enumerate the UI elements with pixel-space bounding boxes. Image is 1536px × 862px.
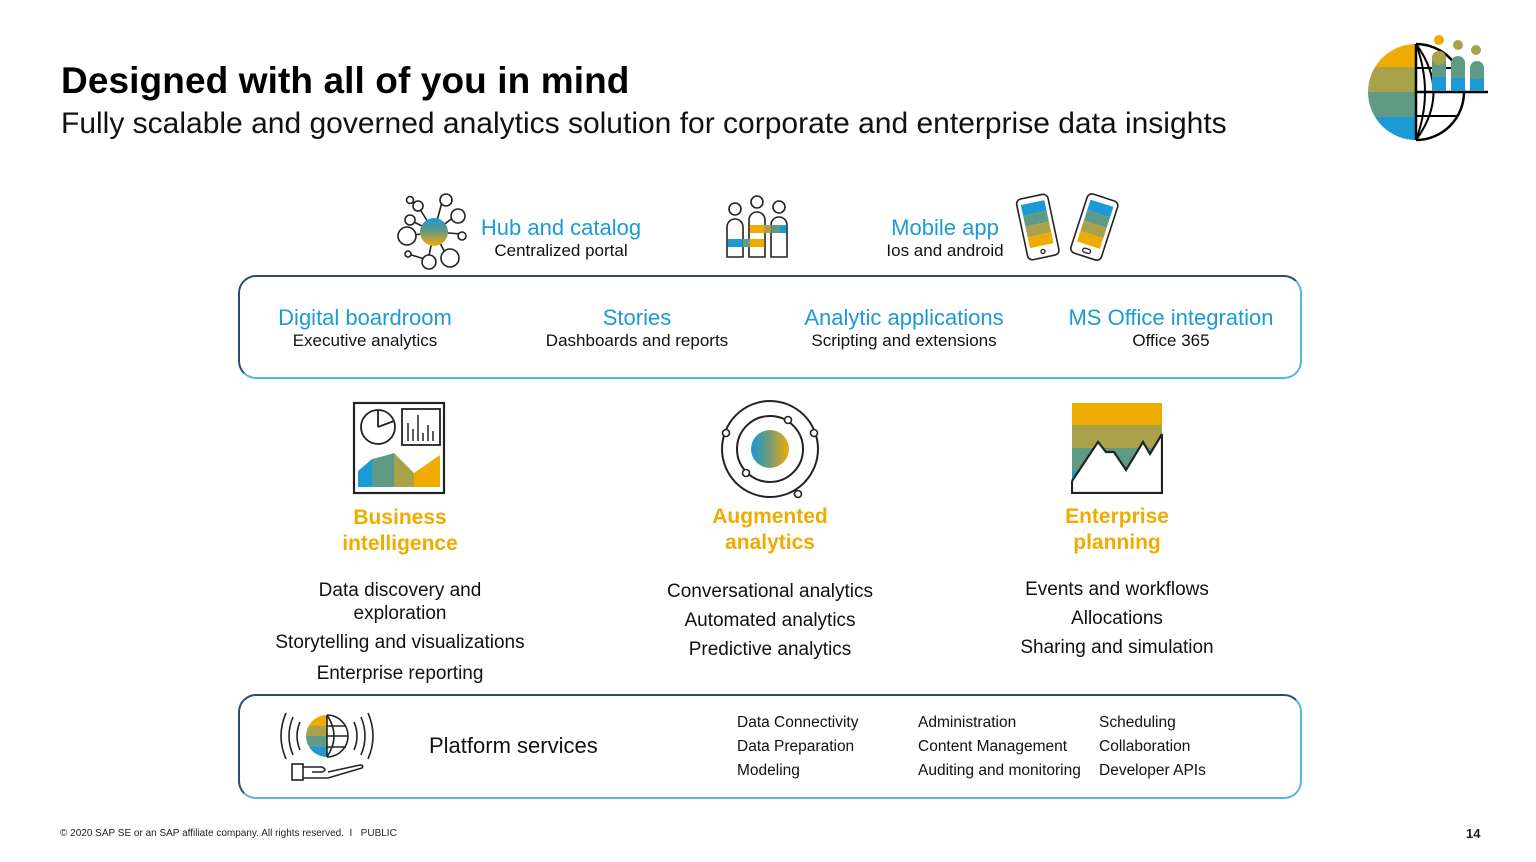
bi-feature-storytelling: Storytelling and visualizations xyxy=(275,632,525,653)
ep-feature-events-workflows: Events and workflows xyxy=(1025,579,1209,600)
digital-boardroom-subtitle: Executive analytics xyxy=(292,331,438,350)
enterprise-planning-pillar: Enterprise planning Events and workflows… xyxy=(967,504,1267,659)
ep-feature-allocations: Allocations xyxy=(1071,608,1163,629)
analytic-applications-item[interactable]: Analytic applications Scripting and exte… xyxy=(774,306,1034,352)
platform-item-administration: Administration xyxy=(918,714,1017,731)
ms-office-integration-subtitle: Office 365 xyxy=(1132,331,1210,350)
aa-feature-automated: Automated analytics xyxy=(684,610,856,631)
bi-feature-exploration: exploration xyxy=(353,603,447,624)
globe-people-logo-icon xyxy=(1368,35,1488,142)
platform-item-modeling: Modeling xyxy=(737,762,800,779)
aa-feature-predictive: Predictive analytics xyxy=(688,639,852,660)
digital-boardroom-item[interactable]: Digital boardroom Executive analytics xyxy=(235,306,495,352)
mobile-app-subtitle: Ios and android xyxy=(886,241,1004,260)
augmented-analytics-title-line2: analytics xyxy=(725,531,815,554)
mobile-app-title: Mobile app xyxy=(891,215,999,240)
platform-item-scheduling: Scheduling xyxy=(1099,714,1176,731)
ep-feature-sharing-simulation: Sharing and simulation xyxy=(1020,637,1214,658)
platform-item-developer-apis: Developer APIs xyxy=(1099,762,1206,779)
business-intelligence-title-line1: Business xyxy=(353,506,447,529)
platform-item-content-management: Content Management xyxy=(918,738,1068,755)
globe-hand-icon xyxy=(280,712,374,781)
page-number: 14 xyxy=(1466,826,1481,841)
mobile-app-item[interactable]: Mobile app Ios and android xyxy=(876,216,1014,262)
hub-and-catalog-title: Hub and catalog xyxy=(480,215,642,240)
stories-title: Stories xyxy=(602,305,672,330)
digital-boardroom-title: Digital boardroom xyxy=(278,305,452,330)
platform-item-data-preparation: Data Preparation xyxy=(737,738,855,755)
bi-feature-enterprise-reporting: Enterprise reporting xyxy=(316,663,484,684)
analytic-applications-title: Analytic applications xyxy=(804,305,1004,330)
mobile-phones-icon xyxy=(1015,193,1119,261)
analytic-applications-subtitle: Scripting and extensions xyxy=(811,331,997,350)
page-title: Designed with all of you in mind xyxy=(61,60,630,101)
augmented-analytics-pillar: Augmented analytics Conversational analy… xyxy=(620,504,920,661)
planning-chart-icon xyxy=(1071,403,1163,494)
bi-dashboard-icon xyxy=(352,401,446,495)
hub-and-catalog-item[interactable]: Hub and catalog Centralized portal xyxy=(472,216,650,262)
experience-band xyxy=(238,275,1302,379)
platform-item-data-connectivity: Data Connectivity xyxy=(737,714,859,731)
hub-and-catalog-subtitle: Centralized portal xyxy=(494,241,628,260)
platform-item-collaboration: Collaboration xyxy=(1099,738,1191,755)
aa-feature-conversational: Conversational analytics xyxy=(667,581,873,602)
people-group-icon xyxy=(726,195,788,258)
ms-office-integration-item[interactable]: MS Office integration Office 365 xyxy=(1041,306,1301,352)
business-intelligence-pillar: Business intelligence Data discovery and… xyxy=(250,505,550,685)
platform-services-column-1: Data Connectivity Data Preparation Model… xyxy=(737,711,858,783)
platform-services-label: Platform services xyxy=(429,733,598,758)
ms-office-integration-title: MS Office integration xyxy=(1068,305,1274,330)
business-intelligence-title-line2: intelligence xyxy=(342,532,458,555)
platform-item-auditing-monitoring: Auditing and monitoring xyxy=(918,762,1081,779)
copyright-footer: © 2020 SAP SE or an SAP affiliate compan… xyxy=(60,828,397,839)
platform-services-band xyxy=(238,694,1302,799)
stories-item[interactable]: Stories Dashboards and reports xyxy=(507,306,767,352)
enterprise-planning-title-line1: Enterprise xyxy=(1065,505,1169,528)
stories-subtitle: Dashboards and reports xyxy=(545,331,729,350)
platform-services-column-2: Administration Content Management Auditi… xyxy=(918,711,1081,783)
page-subtitle: Fully scalable and governed analytics so… xyxy=(61,107,1227,140)
bi-feature-data-discovery: Data discovery and xyxy=(318,580,482,601)
platform-services-column-3: Scheduling Collaboration Developer APIs xyxy=(1099,711,1206,783)
hub-network-icon xyxy=(397,193,467,270)
orbit-atom-icon xyxy=(721,400,819,499)
enterprise-planning-title-line2: planning xyxy=(1073,531,1161,554)
augmented-analytics-title-line1: Augmented xyxy=(712,505,828,528)
